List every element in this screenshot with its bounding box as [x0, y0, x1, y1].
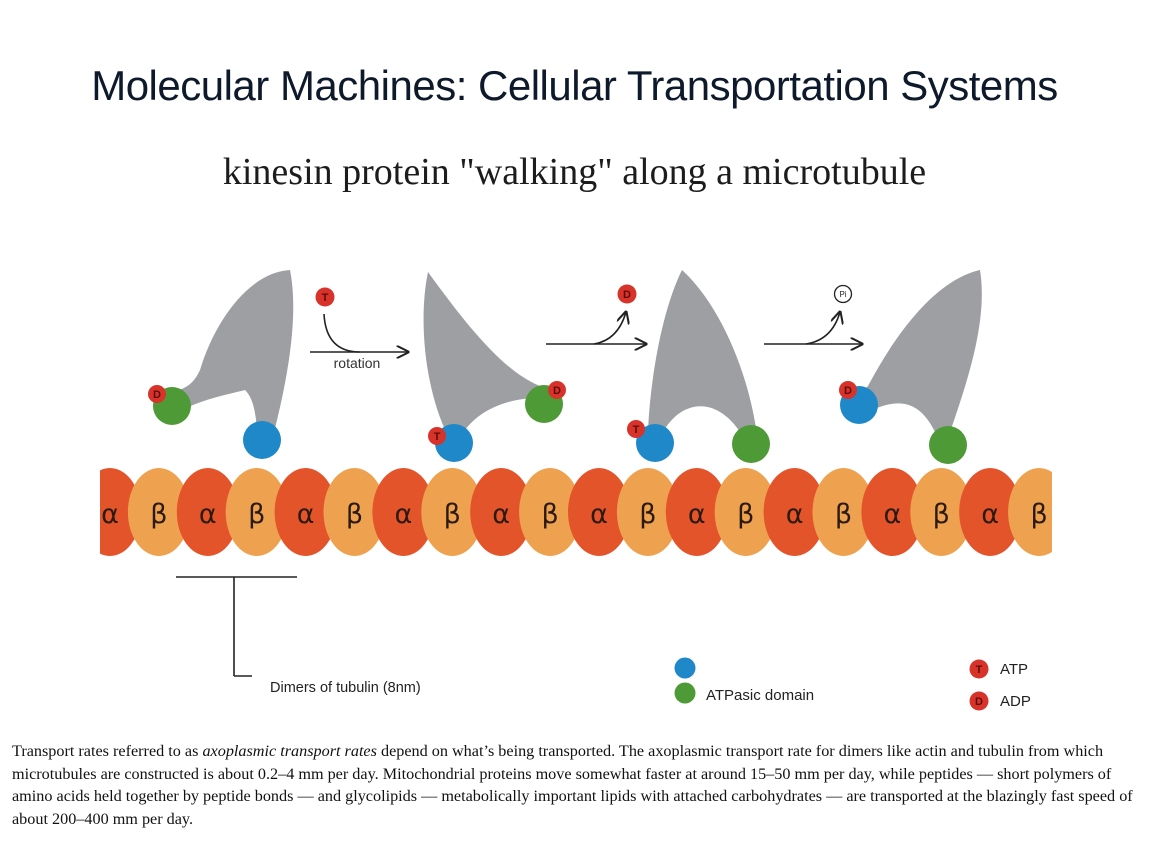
alpha-tubulin: α [568, 468, 630, 556]
beta-tubulin: β [323, 468, 386, 556]
alpha-tubulin: α [959, 468, 1022, 556]
beta-label: β [835, 499, 852, 530]
alpha-label: α [199, 499, 217, 530]
bound-nucleotide-label: D [844, 385, 852, 397]
legend-atp-label: ATP [1000, 661, 1028, 678]
kinesin-body [648, 270, 756, 434]
kinesin-body [423, 272, 540, 436]
alpha-label: α [394, 499, 412, 530]
beta-label: β [346, 499, 363, 530]
kinesin-body [170, 270, 294, 440]
adp-marker [617, 284, 637, 304]
beta-tubulin: β [812, 468, 875, 556]
legend-atp-marker-letter: T [976, 664, 983, 676]
legend-domain-label: ATPasic domain [706, 687, 814, 704]
beta-label: β [639, 499, 656, 530]
beta-label: β [150, 499, 167, 530]
beta-tubulin: β [127, 468, 190, 556]
alpha-tubulin: α [763, 468, 826, 556]
alpha-tubulin: α [100, 468, 141, 556]
alpha-tubulin: α [176, 468, 239, 556]
bound-atp [627, 420, 645, 438]
beta-tubulin: β [519, 468, 582, 556]
step-arrow-2: D [546, 284, 646, 345]
alpha-label: α [688, 499, 706, 530]
beta-label: β [737, 499, 754, 530]
bound-nucleotide-label: T [633, 424, 640, 436]
kinesin-motor: TD [423, 272, 566, 462]
alpha-label: α [492, 499, 510, 530]
legend-green-domain [674, 682, 696, 704]
beta-label: β [248, 499, 265, 530]
motor-head-blue [243, 421, 281, 459]
kinesin-motor: D [839, 270, 982, 464]
legend-adp-label: ADP [1000, 693, 1031, 710]
beta-label: β [1030, 499, 1047, 530]
beta-tubulin: β [910, 468, 973, 556]
legend-adp-marker [969, 691, 989, 711]
alpha-label: α [883, 499, 901, 530]
beta-tubulin: β [616, 468, 679, 556]
slide-title: Molecular Machines: Cellular Transportat… [91, 62, 1058, 109]
bound-adp [839, 381, 857, 399]
legend-adp-marker-letter: D [975, 696, 983, 708]
beta-tubulin: β [1008, 468, 1052, 556]
step-arrow-3: Pi [764, 284, 862, 345]
bound-nucleotide-label: D [553, 385, 561, 397]
motor-head-green [929, 426, 967, 464]
alpha-label: α [786, 499, 804, 530]
beta-tubulin: β [714, 468, 777, 556]
rotation-label: rotation [334, 355, 381, 371]
bound-adp [548, 381, 566, 399]
atp-marker-label: T [322, 292, 329, 304]
bound-atp [428, 427, 446, 445]
step-arrow-1: T rotation [310, 287, 408, 371]
alpha-tubulin: α [372, 468, 435, 556]
bound-nucleotide-label: T [434, 431, 441, 443]
motor-head-blue [636, 424, 674, 462]
alpha-label: α [590, 499, 608, 530]
atp-marker [315, 287, 335, 307]
beta-tubulin: β [421, 468, 484, 556]
alpha-tubulin: α [861, 468, 924, 556]
alpha-tubulin: α [665, 468, 728, 556]
phosphate-marker-label: Pi [839, 290, 846, 299]
motor-head-green [732, 425, 770, 463]
legend: ATPasic domain T ATP D ADP [674, 657, 1031, 711]
legend-atp-marker [969, 659, 989, 679]
caption-text-rest: depend on what’s being transported. The … [12, 742, 1133, 828]
beta-label: β [933, 499, 950, 530]
adp-marker-label: D [623, 289, 631, 301]
alpha-tubulin: α [274, 468, 337, 556]
scale-label: Dimers of tubulin (8nm) [270, 680, 421, 696]
slide-subtitle: kinesin protein "walking" along a microt… [222, 151, 927, 193]
alpha-label: α [297, 499, 315, 530]
caption-paragraph: Transport rates referred to as axoplasmi… [12, 740, 1142, 830]
phosphate-marker [833, 284, 853, 304]
kinesin-body [858, 270, 982, 432]
alpha-tubulin: α [470, 468, 533, 556]
caption-text-start: Transport rates referred to as [12, 742, 203, 760]
caption-emphasis: axoplasmic transport rates [202, 742, 377, 760]
alpha-label: α [981, 499, 999, 530]
legend-blue-domain [674, 657, 696, 679]
bound-adp [148, 385, 166, 403]
beta-label: β [541, 499, 558, 530]
scale-bar: Dimers of tubulin (8nm) [176, 576, 421, 696]
alpha-label: α [101, 499, 119, 530]
bound-nucleotide-label: D [153, 389, 161, 401]
kinesin-motor: T [627, 270, 770, 463]
beta-tubulin: β [225, 468, 288, 556]
kinesin-motor: D [148, 270, 294, 459]
beta-label: β [444, 499, 461, 530]
